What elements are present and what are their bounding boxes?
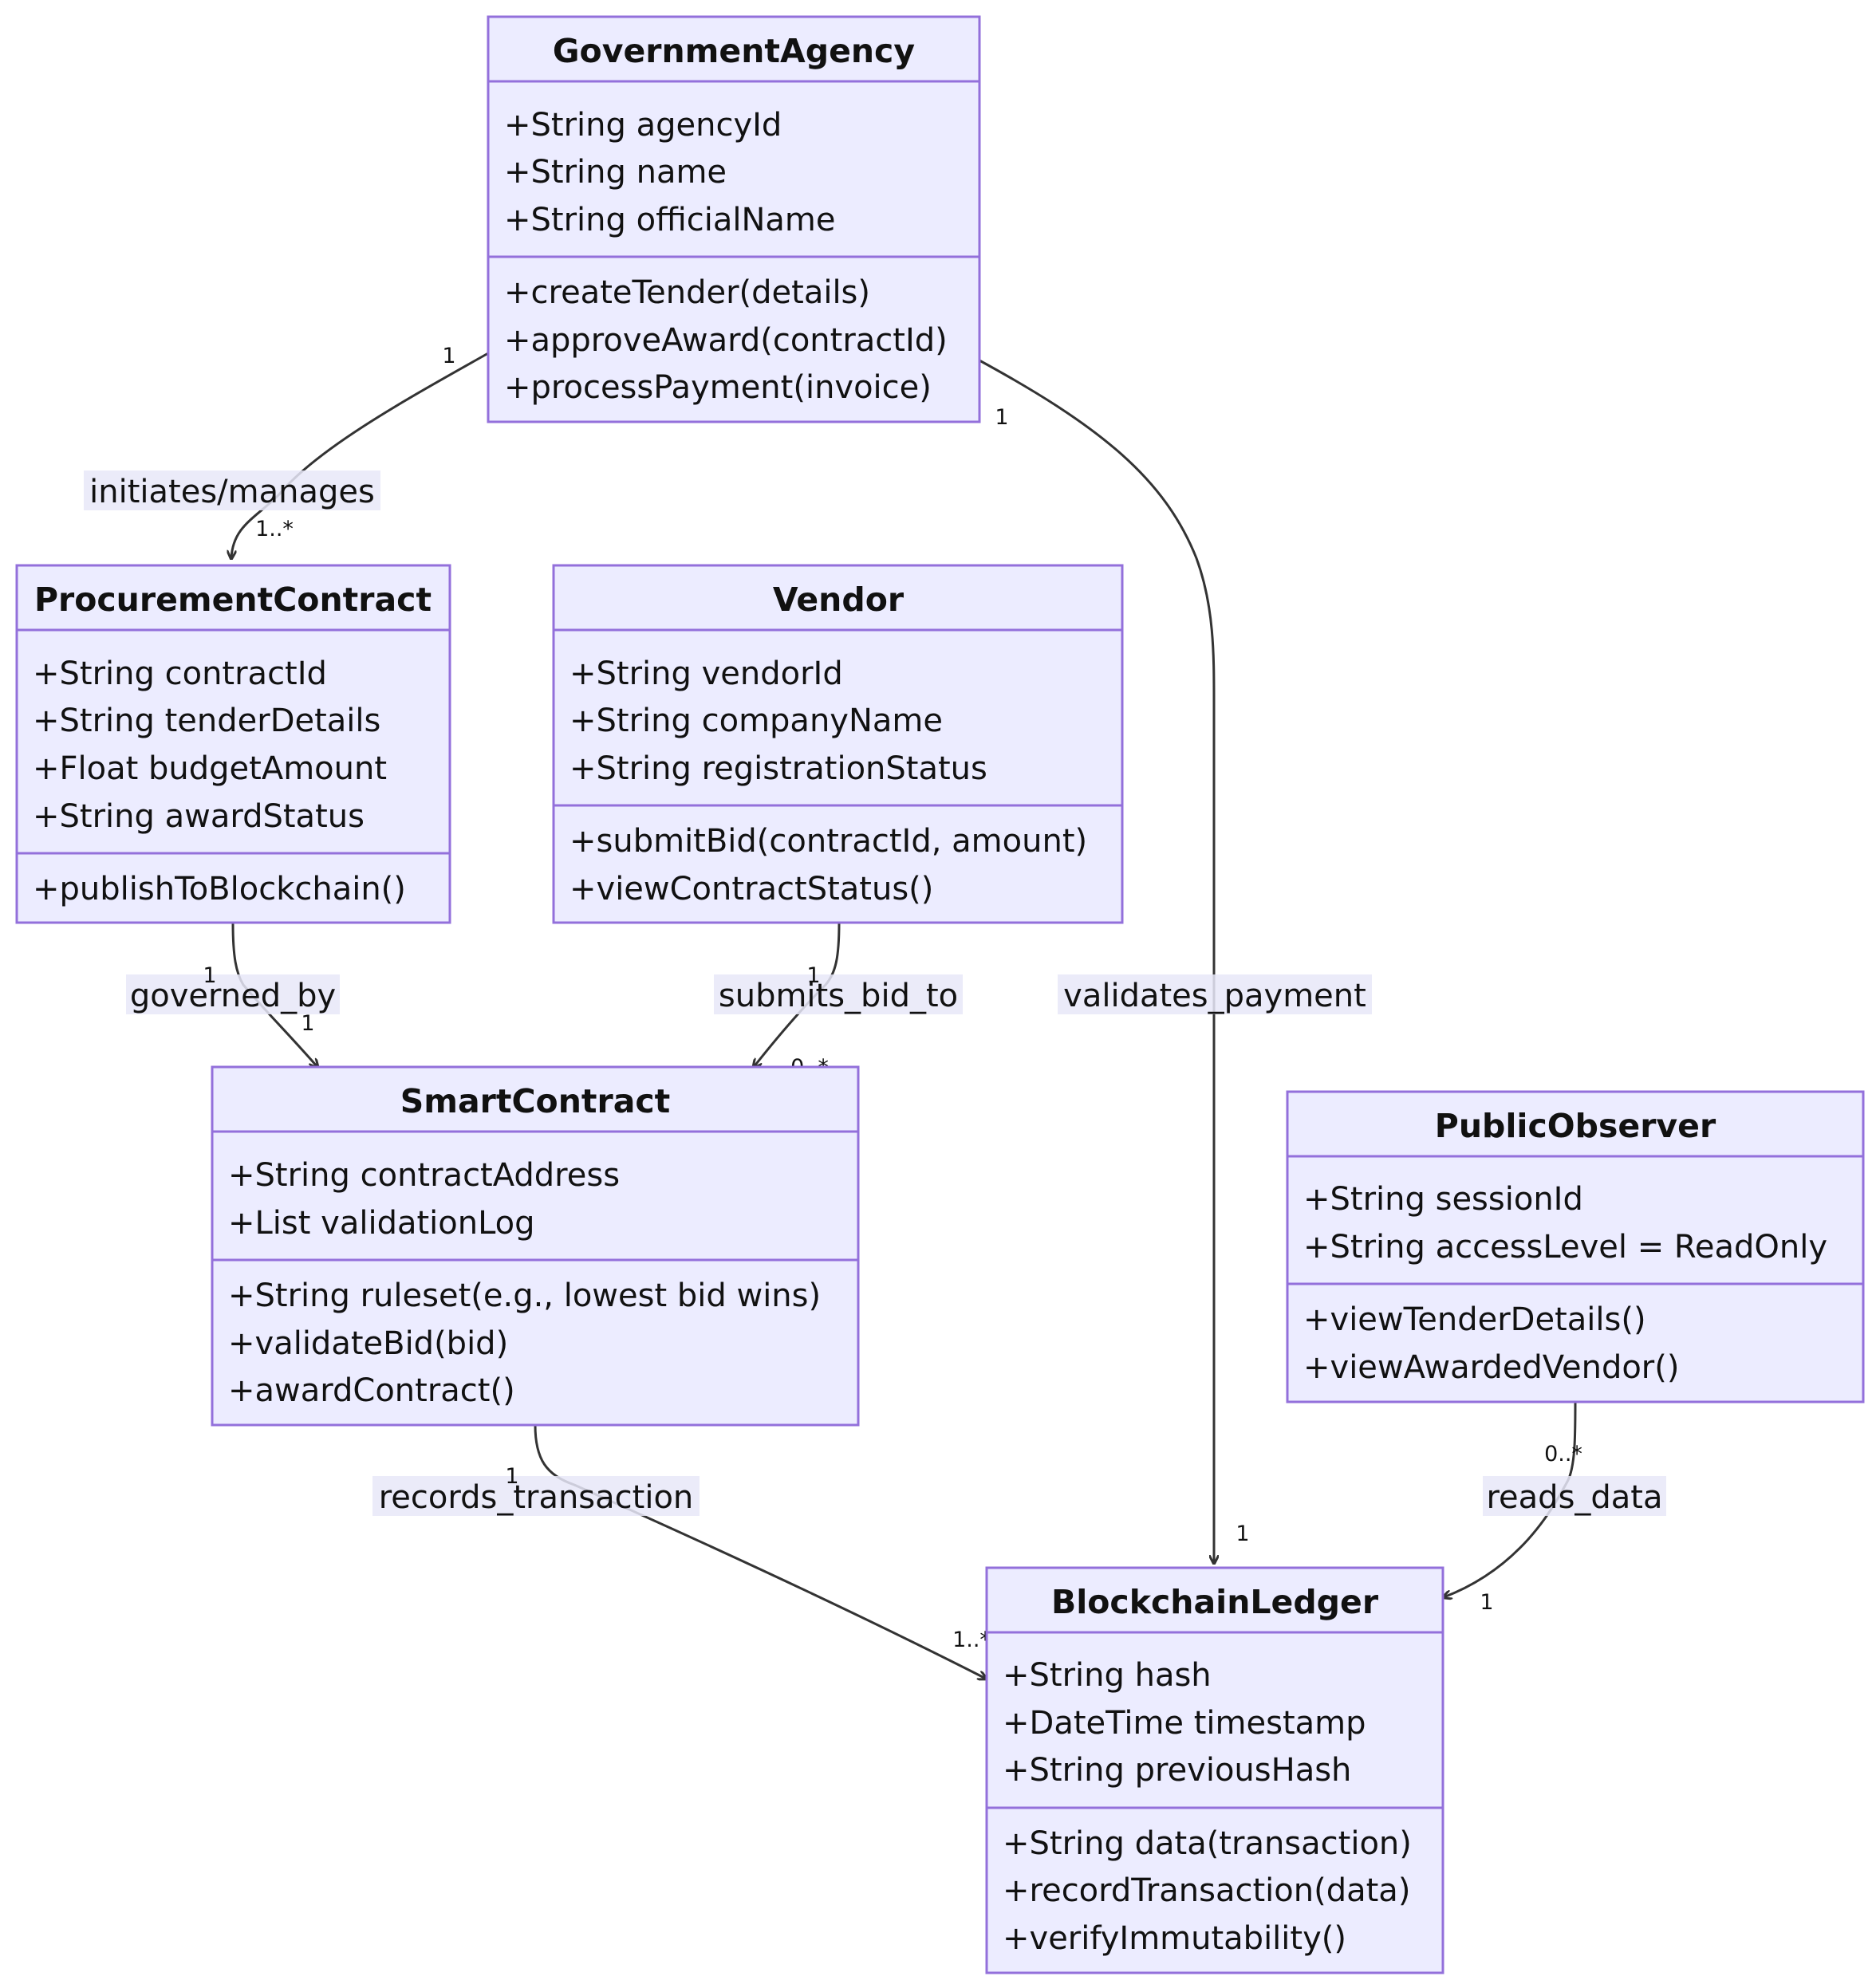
relation-label-initiates-manages: initiates/manages	[89, 474, 375, 510]
edge-validates-payment: validates_payment 1 1	[979, 359, 1372, 1563]
class-name: GovernmentAgency	[553, 32, 915, 70]
relation-label-validates-payment: validates_payment	[1063, 978, 1366, 1014]
class-name: BlockchainLedger	[1051, 1583, 1379, 1621]
cardinality-reads-to: 1	[1480, 1590, 1493, 1615]
class-name: PublicObserver	[1435, 1107, 1716, 1145]
class-name: SmartContract	[400, 1082, 671, 1120]
attribute: +String sessionId	[1303, 1181, 1583, 1218]
class-name: Vendor	[773, 581, 905, 619]
method: +verifyImmutability()	[1003, 1920, 1346, 1957]
method: +String ruleset(e.g., lowest bid wins)	[228, 1277, 821, 1314]
class-public-observer: PublicObserver +String sessionId +String…	[1286, 1090, 1865, 1403]
class-name: ProcurementContract	[34, 581, 432, 619]
relation-label-governed-by: governed_by	[130, 978, 336, 1014]
relation-label-records-transaction: records_transaction	[379, 1479, 694, 1516]
attribute: +DateTime timestamp	[1003, 1705, 1366, 1742]
cardinality-initiates-from: 1	[442, 344, 455, 368]
cardinality-governed-from: 1	[203, 963, 216, 988]
method: +viewTenderDetails()	[1303, 1301, 1646, 1338]
method: +publishToBlockchain()	[33, 871, 406, 907]
attribute: +String registrationStatus	[570, 750, 987, 787]
relation-label-reads-data: reads_data	[1486, 1479, 1662, 1516]
cardinality-validates-from: 1	[995, 405, 1008, 430]
edge-records-transaction: records_transaction 1 1..*	[372, 1424, 991, 1679]
attribute: +String accessLevel = ReadOnly	[1303, 1229, 1827, 1266]
attribute: +String agencyId	[504, 107, 782, 144]
edge-governed-by: governed_by 1 1	[126, 922, 340, 1067]
edge-initiates-manages: initiates/manages 1 1..*	[84, 344, 489, 558]
method: +recordTransaction(data)	[1003, 1872, 1410, 1909]
method: +viewAwardedVendor()	[1303, 1349, 1679, 1386]
method: +validateBid(bid)	[228, 1325, 508, 1362]
edge-submits-bid-to: submits_bid_to 1 0..*	[714, 922, 963, 1080]
class-smart-contract: SmartContract +String contractAddress +L…	[211, 1065, 860, 1427]
method: +approveAward(contractId)	[504, 322, 948, 359]
attribute: +Float budgetAmount	[33, 750, 387, 787]
cardinality-initiates-to: 1..*	[255, 517, 294, 541]
attribute: +String hash	[1003, 1657, 1212, 1694]
method: +submitBid(contractId, amount)	[570, 823, 1087, 860]
cardinality-reads-from: 0..*	[1544, 1442, 1582, 1466]
class-vendor: Vendor +String vendorId +String companyN…	[552, 564, 1124, 924]
attribute: +List validationLog	[228, 1205, 535, 1242]
cardinality-submits-from: 1	[806, 963, 820, 988]
method: +String data(transaction)	[1003, 1825, 1412, 1862]
class-blockchain-ledger: BlockchainLedger +String hash +DateTime …	[985, 1566, 1444, 1974]
class-government-agency: GovernmentAgency +String agencyId +Strin…	[487, 15, 981, 423]
method: +awardContract()	[228, 1372, 515, 1409]
relation-label-submits-bid-to: submits_bid_to	[719, 978, 958, 1014]
cardinality-validates-to: 1	[1236, 1522, 1249, 1546]
attribute: +String contractAddress	[228, 1157, 620, 1194]
method: +processPayment(invoice)	[504, 369, 932, 406]
cardinality-records-to: 1..*	[952, 1628, 991, 1652]
attribute: +String name	[504, 154, 727, 191]
class-procurement-contract: ProcurementContract +String contractId +…	[15, 564, 451, 924]
attribute: +String officialName	[504, 202, 836, 238]
attribute: +String previousHash	[1003, 1752, 1351, 1789]
cardinality-governed-to: 1	[301, 1011, 314, 1036]
attribute: +String companyName	[570, 703, 943, 739]
attribute: +String tenderDetails	[33, 703, 380, 739]
attribute: +String contractId	[33, 655, 327, 692]
attribute: +String vendorId	[570, 655, 843, 692]
edge-reads-data: reads_data 0..* 1	[1444, 1401, 1666, 1615]
method: +viewContractStatus()	[570, 871, 933, 907]
attribute: +String awardStatus	[33, 798, 365, 835]
cardinality-records-from: 1	[505, 1464, 518, 1489]
method: +createTender(details)	[504, 274, 870, 311]
